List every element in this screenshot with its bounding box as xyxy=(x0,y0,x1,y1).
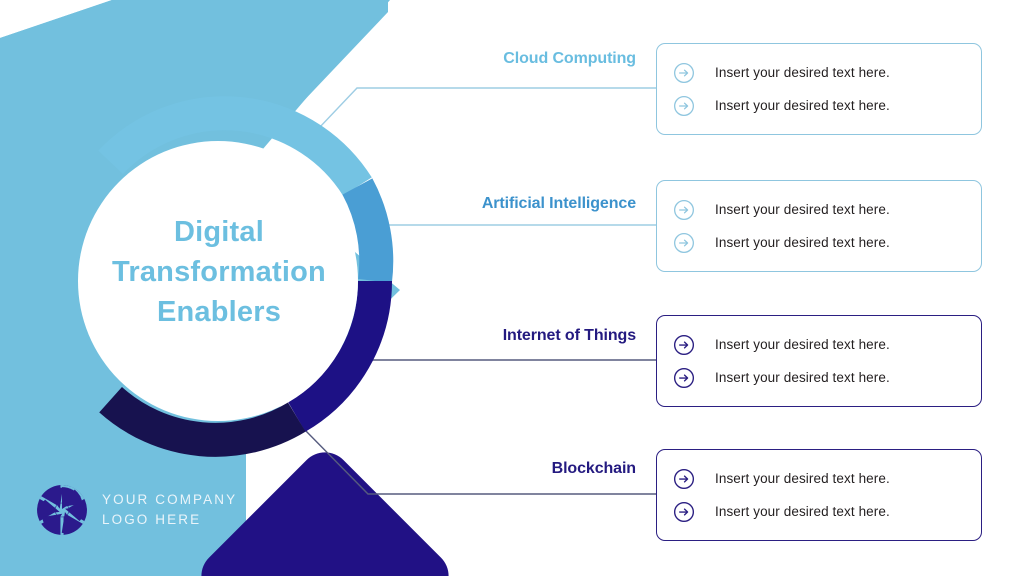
list-item[interactable]: Insert your desired text here. xyxy=(657,495,981,528)
list-item-text: Insert your desired text here. xyxy=(715,504,890,519)
list-item-text: Insert your desired text here. xyxy=(715,202,890,217)
list-item[interactable]: Insert your desired text here. xyxy=(657,462,981,495)
navy-diamond-shape xyxy=(201,452,449,576)
center-white-circle xyxy=(78,141,358,421)
list-item[interactable]: Insert your desired text here. xyxy=(657,226,981,259)
list-item[interactable]: Insert your desired text here. xyxy=(657,89,981,122)
circle-arrow-right-icon xyxy=(673,367,695,388)
logo-text-line-2: LOGO HERE xyxy=(102,512,202,527)
ring-segment-blockchain xyxy=(99,386,306,457)
branch-label-artificial-intelligence: Artificial Intelligence xyxy=(481,195,636,212)
logo-text-line-1: YOUR COMPANY xyxy=(102,492,238,507)
circle-arrow-right-icon xyxy=(674,95,694,116)
list-item[interactable]: Insert your desired text here. xyxy=(657,56,981,89)
page-title: Digital Transformation Enablers xyxy=(88,212,350,332)
connector-line-cloud-computing xyxy=(299,87,656,149)
circle-arrow-right-icon xyxy=(674,62,694,83)
company-logo[interactable]: YOUR COMPANY LOGO HERE xyxy=(36,484,237,536)
branch-label-blockchain: Blockchain xyxy=(551,460,636,477)
center-title-line-2: Transformation xyxy=(112,256,326,288)
circle-arrow-right-icon xyxy=(673,334,695,355)
circle-arrow-right-icon xyxy=(673,501,695,522)
list-item[interactable]: Insert your desired text here. xyxy=(657,193,981,226)
card-cloud-computing[interactable]: Insert your desired text here. Insert yo… xyxy=(656,43,982,135)
list-item[interactable]: Insert your desired text here. xyxy=(657,361,981,394)
circle-arrow-right-icon xyxy=(674,199,694,220)
logo-text: YOUR COMPANY LOGO HERE xyxy=(102,490,237,530)
card-artificial-intelligence[interactable]: Insert your desired text here. Insert yo… xyxy=(656,180,982,272)
list-item-text: Insert your desired text here. xyxy=(715,370,890,385)
circle-arrow-right-icon xyxy=(674,232,694,253)
list-item-text: Insert your desired text here. xyxy=(715,65,890,80)
list-item[interactable]: Insert your desired text here. xyxy=(657,328,981,361)
circle-arrow-right-icon xyxy=(673,468,695,489)
ring-segment-internet-of-things xyxy=(287,280,393,432)
ring-segment-cloud-computing xyxy=(98,96,372,196)
branch-label-internet-of-things: Internet of Things xyxy=(502,327,636,344)
donut-ring xyxy=(98,96,394,457)
center-title-line-3: Enablers xyxy=(156,296,282,328)
branch-label-cloud-computing: Cloud Computing xyxy=(503,50,636,67)
center-title-line-1: Digital xyxy=(173,216,264,248)
list-item-text: Insert your desired text here. xyxy=(715,471,890,486)
card-blockchain[interactable]: Insert your desired text here. Insert yo… xyxy=(656,449,982,541)
blue-background-shape-upper xyxy=(0,0,390,170)
ring-segment-artificial-intelligence xyxy=(342,178,394,284)
connector-line-blockchain xyxy=(304,429,656,495)
card-internet-of-things[interactable]: Insert your desired text here. Insert yo… xyxy=(656,315,982,407)
aperture-icon xyxy=(37,485,87,535)
list-item-text: Insert your desired text here. xyxy=(715,235,890,250)
list-item-text: Insert your desired text here. xyxy=(715,98,890,113)
list-item-text: Insert your desired text here. xyxy=(715,337,890,352)
